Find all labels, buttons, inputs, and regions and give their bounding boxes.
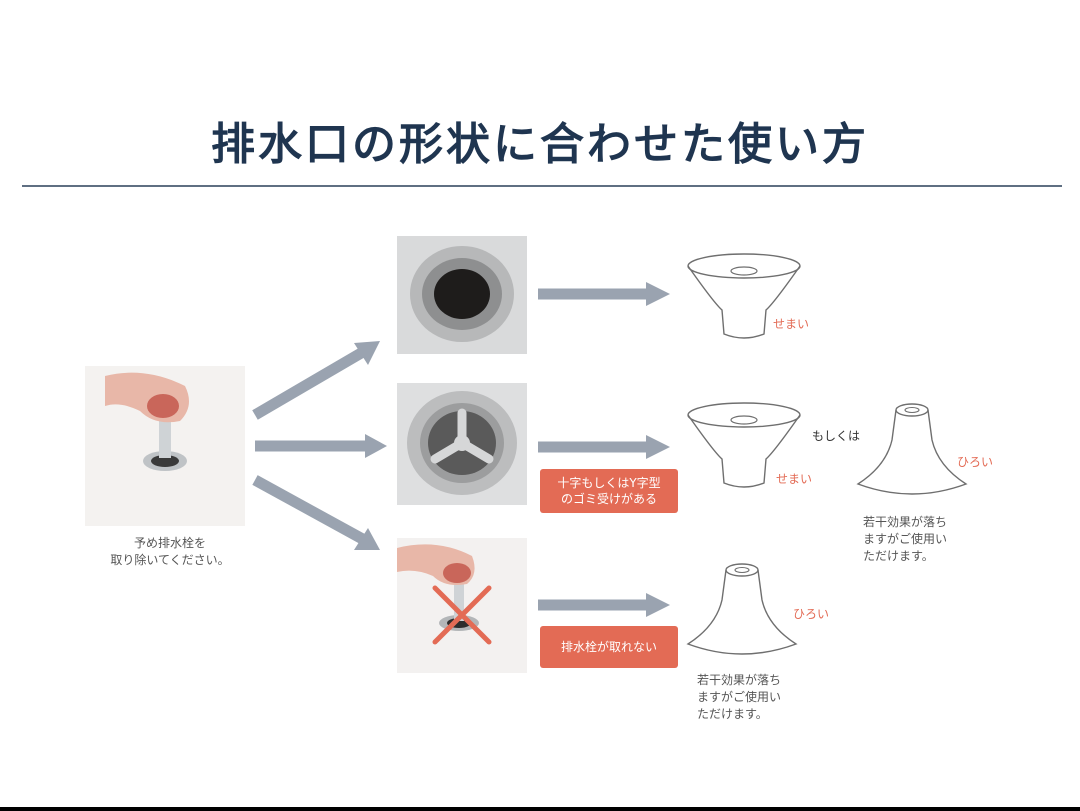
row3-note: 若干効果が落ち ますがご使用い ただけます。 (697, 673, 782, 721)
page-title: 排水口の形状に合わせた使い方 (211, 119, 869, 170)
wide-cap-product-row3 (686, 563, 798, 655)
title-divider (22, 185, 1062, 187)
row2-arrow (538, 435, 670, 459)
row3-size-label: ひろい (793, 607, 830, 621)
row2-size-label-wide: ひろい (957, 455, 994, 469)
intro-caption: 予め排水栓を 取り除いてください。 (110, 536, 230, 567)
row3-arrow (538, 593, 670, 617)
narrow-cap-product-row2 (687, 402, 801, 488)
drain-photo-y-catcher (397, 383, 527, 505)
fixed-plug-tag: 排水栓が取れない (540, 626, 678, 668)
bottom-edge-bar (0, 807, 1080, 811)
y-catcher-tag: 十字もしくはY字型 のゴミ受けがある (540, 469, 678, 513)
or-label: もしくは (812, 429, 861, 443)
remove-plug-illustration (85, 366, 245, 526)
branch-arrow-down (252, 475, 380, 550)
drain-photo-plain (397, 236, 527, 354)
drain-photo-fixed-plug (397, 538, 527, 673)
y-catcher-drain-illustration (397, 383, 527, 505)
branch-arrow-up (252, 341, 380, 420)
plain-drain-illustration (397, 236, 527, 354)
row2-note: 若干効果が落ち ますがご使用い ただけます。 (863, 515, 948, 563)
narrow-cap-product-row1 (687, 253, 801, 339)
fixed-plug-illustration (397, 538, 527, 673)
intro-photo-remove-plug (85, 366, 245, 526)
wide-cap-product-row2 (856, 403, 968, 495)
row1-size-label: せまい (773, 317, 810, 331)
row1-arrow (538, 282, 670, 306)
branch-arrow-middle (255, 434, 387, 458)
row2-size-label-narrow: せまい (776, 472, 813, 486)
